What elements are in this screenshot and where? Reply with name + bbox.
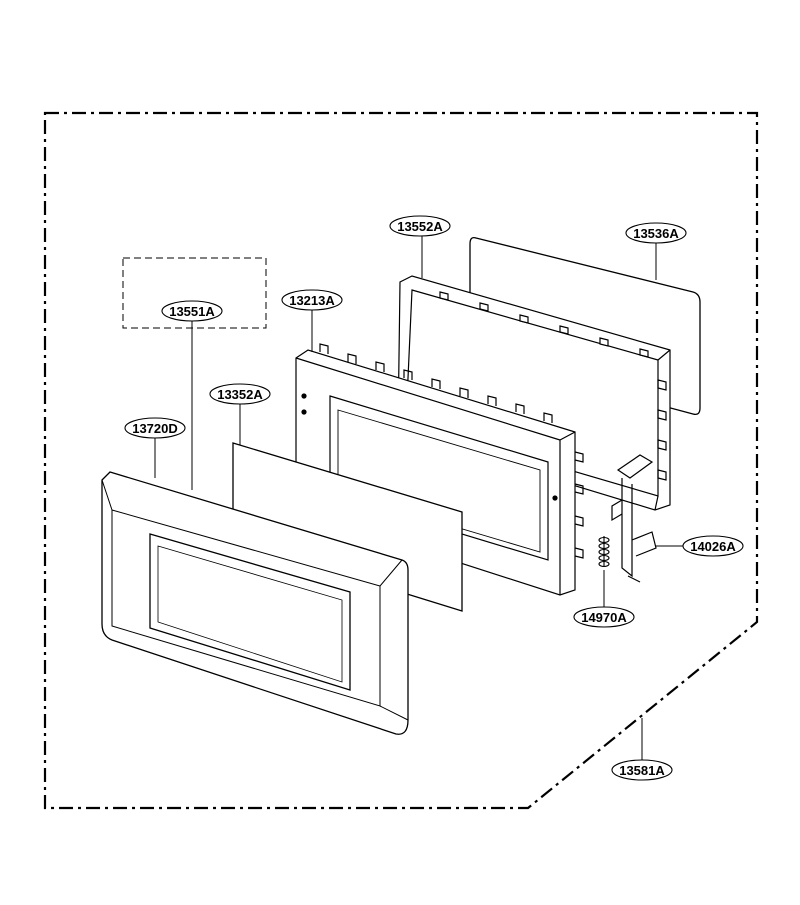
label-13720D: 13720D — [132, 421, 178, 436]
callout-14970A: 14970A — [573, 606, 635, 628]
callout-13213A: 13213A — [281, 289, 343, 311]
callout-13552A: 13552A — [389, 215, 451, 237]
label-13536A: 13536A — [633, 226, 679, 241]
label-13213A: 13213A — [289, 293, 335, 308]
callout-14026A: 14026A — [682, 535, 744, 557]
label-14026A: 14026A — [690, 539, 736, 554]
part-14026A-shape — [611, 454, 657, 583]
callout-13720D: 13720D — [124, 417, 186, 439]
part-13213A-shape — [295, 343, 584, 596]
callout-13536A: 13536A — [625, 222, 687, 244]
leader-lines — [154, 234, 684, 760]
label-14970A: 14970A — [581, 610, 627, 625]
label-13551A: 13551A — [169, 304, 215, 319]
label-13581A: 13581A — [619, 763, 665, 778]
callout-13551A: 13551A — [161, 300, 223, 322]
label-13552A: 13552A — [397, 219, 443, 234]
part-13720D-shape — [101, 471, 409, 735]
subassembly-box-13551A — [122, 257, 267, 329]
callout-13581A: 13581A — [611, 759, 673, 781]
part-14970A-shape — [598, 536, 610, 568]
assembly-boundary — [43, 111, 759, 810]
label-13352A: 13352A — [217, 387, 263, 402]
callout-13352A: 13352A — [209, 383, 271, 405]
